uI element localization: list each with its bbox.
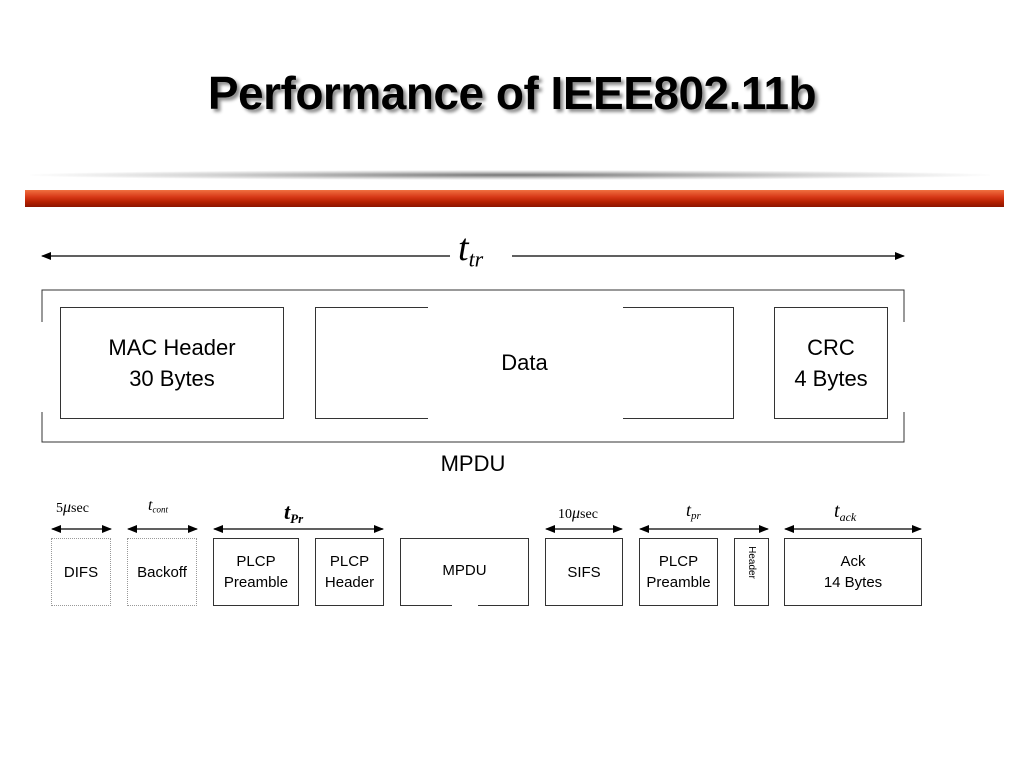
plcp-preamble-ack-line2: Preamble	[646, 574, 711, 591]
backoff-label: Backoff	[137, 563, 187, 581]
mac-header-size: 30 Bytes	[129, 366, 215, 391]
difs-label: DIFS	[63, 563, 99, 581]
plcp-preamble-ack-box: PLCP Preamble	[639, 538, 718, 606]
t-cont-label: tcont	[148, 497, 168, 515]
plcp-preamble-line2: Preamble	[223, 574, 289, 591]
crc-box: CRC 4 Bytes	[774, 307, 888, 419]
difs-time-label: 5μsec	[56, 499, 89, 516]
plcp-preamble-box: PLCP Preamble	[213, 538, 299, 606]
data-box: Data	[315, 307, 734, 419]
title-underline-shadow	[30, 170, 990, 180]
ack-box: Ack 14 Bytes	[784, 538, 922, 606]
mpdu-box: MPDU	[400, 538, 529, 606]
sifs-box: SIFS	[545, 538, 623, 606]
t-ack-label: tack	[834, 500, 857, 524]
data-box-break	[428, 300, 623, 309]
mpdu-box-label: MPDU	[442, 561, 487, 579]
ack-line1: Ack	[840, 553, 866, 570]
difs-box: DIFS	[51, 538, 111, 606]
ack-line2: 14 Bytes	[823, 574, 883, 591]
plcp-preamble-ack-line1: PLCP	[658, 553, 699, 570]
plcp-header-line1: PLCP	[329, 553, 370, 570]
crc-label: CRC	[807, 335, 855, 360]
slide-title: Performance of IEEE802.11b	[207, 67, 817, 119]
mpdu-label: MPDU	[440, 451, 506, 476]
sifs-label: SIFS	[567, 563, 601, 581]
mac-header-label: MAC Header	[108, 335, 236, 360]
data-label: Data	[501, 349, 548, 375]
mpdu-box-break	[452, 600, 478, 608]
mpdu-bracket-bottom	[41, 412, 905, 443]
t-pr-label-1: tPr	[284, 499, 304, 526]
mpdu-bracket-top	[41, 289, 905, 322]
red-divider-bar	[25, 190, 1004, 207]
data-box-break-bottom	[428, 416, 623, 422]
plcp-header-box: PLCP Header	[315, 538, 384, 606]
header-label: Header	[746, 545, 757, 579]
plcp-preamble-line1: PLCP	[236, 553, 276, 570]
t-pr-label-2: tpr	[686, 500, 701, 522]
crc-size: 4 Bytes	[794, 366, 868, 391]
mac-header-box: MAC Header 30 Bytes	[60, 307, 284, 419]
header-box: Header	[734, 538, 769, 606]
t-tr-label: ttr	[458, 227, 484, 272]
backoff-box: Backoff	[127, 538, 197, 606]
sifs-time-label: 10μsec	[558, 505, 598, 522]
plcp-header-line2: Header	[324, 574, 375, 591]
